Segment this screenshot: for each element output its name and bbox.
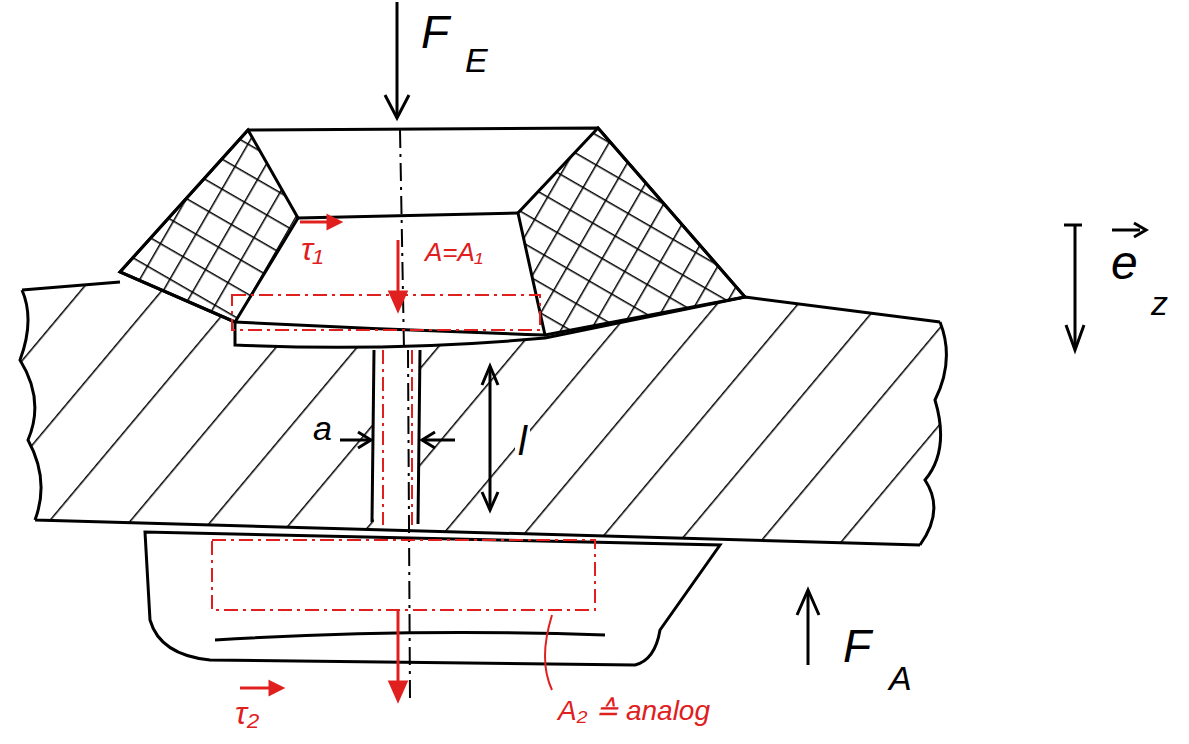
axis-label: e	[1108, 238, 1141, 288]
head-hatch	[518, 128, 745, 335]
control-volume	[212, 295, 595, 610]
hole-wall	[372, 350, 420, 524]
center-line	[400, 130, 410, 700]
dimension-label: a	[310, 410, 335, 446]
leader-line	[545, 615, 552, 690]
area-label: A=A₁	[422, 238, 486, 266]
force-arrow	[385, 2, 819, 665]
bolt-head	[120, 128, 745, 347]
area-label: A₂ ≙ analog	[555, 696, 713, 726]
stress-arrow	[240, 216, 406, 700]
head-hatch	[120, 130, 298, 322]
stress-label: τ₁	[298, 232, 326, 266]
force-subscript: E	[462, 42, 491, 78]
hole	[374, 342, 420, 522]
nut	[145, 532, 720, 665]
stress-label: τ₂	[232, 696, 262, 730]
axis-arrow	[1064, 223, 1146, 350]
force-label: F	[418, 8, 452, 56]
axis-subscript: z	[1148, 285, 1171, 321]
force-label: F	[840, 622, 874, 670]
dimension-arrow	[340, 366, 498, 510]
dimension-label: l	[515, 420, 530, 462]
head-edge	[235, 213, 545, 335]
force-subscript: A	[886, 660, 915, 696]
